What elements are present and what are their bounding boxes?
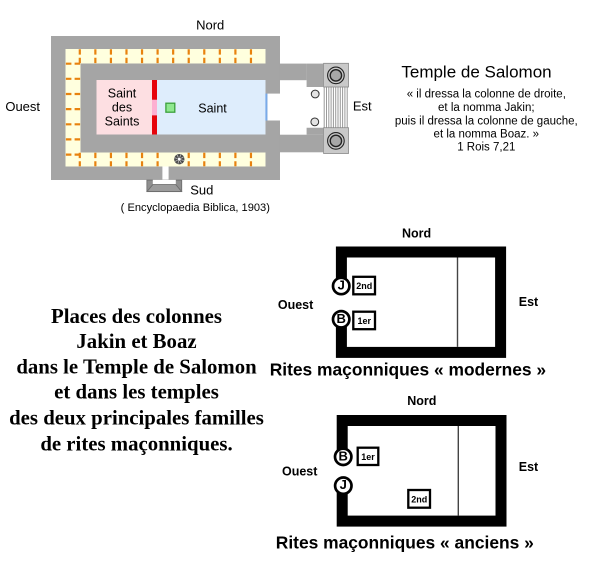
svg-text:Sud: Sud <box>190 182 213 197</box>
svg-text:J: J <box>340 477 347 492</box>
svg-text:Temple de Salomon: Temple de Salomon <box>401 63 551 82</box>
svg-text:2nd: 2nd <box>356 281 372 291</box>
svg-text:B: B <box>337 311 346 326</box>
svg-text:et la nomma Jakin;: et la nomma Jakin; <box>438 102 535 114</box>
svg-text:Saint: Saint <box>108 86 137 100</box>
svg-text:1er: 1er <box>361 452 375 462</box>
svg-text:2nd: 2nd <box>411 494 427 504</box>
svg-text:Places des colonnes: Places des colonnes <box>51 305 222 328</box>
svg-text:Est: Est <box>353 99 372 114</box>
svg-text:Rites maçonniques « modernes »: Rites maçonniques « modernes » <box>270 360 546 380</box>
svg-text:1er: 1er <box>357 316 371 326</box>
svg-text:Saints: Saints <box>105 114 140 128</box>
svg-text:et la nomma Boaz. »: et la nomma Boaz. » <box>434 129 539 141</box>
svg-text:B: B <box>339 448 348 463</box>
svg-text:des deux principales familles: des deux principales familles <box>9 406 264 429</box>
svg-text:des: des <box>112 100 132 114</box>
svg-text:Ouest: Ouest <box>5 99 40 114</box>
svg-text:Nord: Nord <box>402 226 431 240</box>
svg-text:Saint: Saint <box>198 101 227 115</box>
svg-text:de rites maçonniques.: de rites maçonniques. <box>40 432 232 455</box>
svg-text:Rites maçonniques « anciens »: Rites maçonniques « anciens » <box>276 533 534 553</box>
svg-text:puis il dressa la colonne de g: puis il dressa la colonne de gauche, <box>395 115 578 127</box>
svg-text:« il dressa la colonne de droi: « il dressa la colonne de droite, <box>407 89 566 101</box>
svg-text:et dans les temples: et dans les temples <box>54 381 219 404</box>
svg-text:Nord: Nord <box>196 18 224 33</box>
svg-text:Ouest: Ouest <box>278 298 314 312</box>
svg-text:1 Rois 7,21: 1 Rois 7,21 <box>457 142 515 154</box>
svg-text:Ouest: Ouest <box>282 465 318 479</box>
svg-text:Jakin et Boaz: Jakin et Boaz <box>76 330 196 353</box>
svg-text:Est: Est <box>519 460 539 474</box>
svg-text:( Encyclopaedia Biblica, 1903): ( Encyclopaedia Biblica, 1903) <box>121 202 270 214</box>
svg-text:Nord: Nord <box>407 394 436 408</box>
svg-text:Est: Est <box>519 295 539 309</box>
svg-text:dans le Temple de Salomon: dans le Temple de Salomon <box>16 356 257 379</box>
svg-text:J: J <box>338 278 345 293</box>
